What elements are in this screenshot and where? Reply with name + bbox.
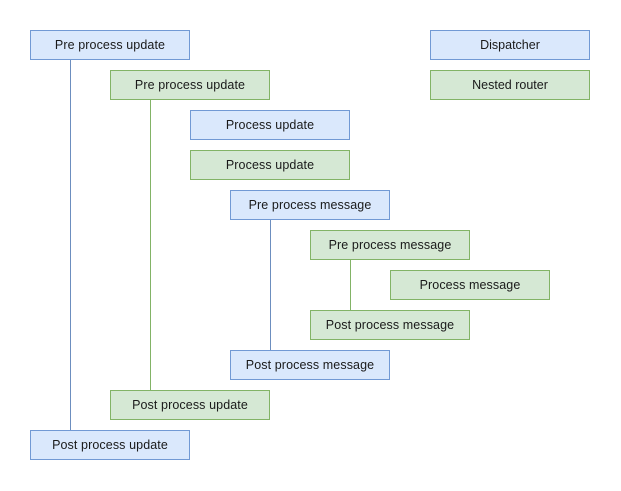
node-box[interactable]: Post process update: [110, 390, 270, 420]
node-label: Post process update: [132, 397, 248, 412]
node-box[interactable]: Post process update: [30, 430, 190, 460]
node-box[interactable]: Pre process message: [310, 230, 470, 260]
connector-pre-message-nested-to-post-message-nested: [350, 260, 351, 310]
node-label: Post process message: [245, 357, 375, 372]
legend-item-dispatcher[interactable]: Dispatcher: [430, 30, 590, 60]
node-label: Post process message: [325, 317, 455, 332]
node-label: Process update: [225, 117, 315, 132]
node-label: Process update: [225, 157, 315, 172]
node-box[interactable]: Process update: [190, 110, 350, 140]
connector-pre-update-dispatcher-to-post-update-dispatcher: [70, 60, 71, 430]
node-label: Pre process update: [134, 77, 246, 92]
legend-item-label: Nested router: [472, 78, 548, 92]
node-box[interactable]: Post process message: [230, 350, 390, 380]
legend-item-label: Dispatcher: [480, 38, 540, 52]
node-label: Process message: [419, 277, 521, 292]
node-label: Pre process update: [54, 37, 166, 52]
node-label: Post process update: [52, 437, 168, 452]
legend-item-nested[interactable]: Nested router: [430, 70, 590, 100]
node-box[interactable]: Pre process update: [110, 70, 270, 100]
node-label: Pre process message: [328, 237, 452, 252]
node-box[interactable]: Pre process update: [30, 30, 190, 60]
node-box[interactable]: Process update: [190, 150, 350, 180]
node-box[interactable]: Process message: [390, 270, 550, 300]
connector-pre-message-dispatcher-to-post-message-dispatcher: [270, 220, 271, 350]
node-label: Pre process message: [248, 197, 372, 212]
node-box[interactable]: Pre process message: [230, 190, 390, 220]
node-box[interactable]: Post process message: [310, 310, 470, 340]
connector-pre-update-nested-to-post-update-nested: [150, 100, 151, 390]
